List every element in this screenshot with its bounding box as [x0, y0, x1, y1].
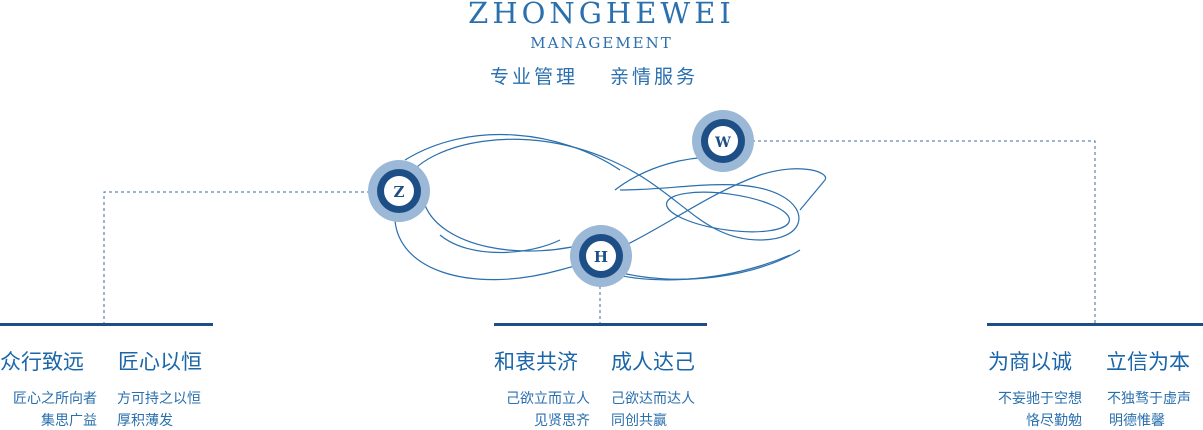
node-h-label: H — [594, 248, 608, 266]
col1-left-line1: 匠心之所向者 — [13, 391, 97, 407]
node-h: H — [570, 225, 632, 287]
col2-title-left: 和衷共济 — [494, 350, 578, 374]
node-w: W — [692, 110, 754, 172]
col1-right-line1: 方可持之以恒 — [117, 391, 201, 407]
col2-left-line1: 己欲立而立人 — [506, 391, 590, 407]
brand-name: ZHONGHEWEI — [468, 0, 735, 30]
col3-left-line2: 恪尽勤勉 — [1026, 413, 1082, 429]
col2-right-line2: 同创共赢 — [611, 413, 667, 429]
col2-title-right: 成人达己 — [611, 350, 695, 374]
col1-title-left: 众行致远 — [0, 350, 84, 374]
bar-middle — [494, 323, 707, 326]
col3-right-line2: 明德惟馨 — [1109, 413, 1165, 429]
node-w-label: W — [714, 135, 731, 151]
slogan-left: 专业管理 — [490, 66, 579, 88]
node-z-label: Z — [394, 183, 405, 201]
col3-right-line1: 不独骛于虚声 — [1107, 391, 1191, 407]
col1-title-right: 匠心以恒 — [118, 350, 202, 374]
node-z: Z — [368, 160, 430, 222]
col1-left-line2: 集思广益 — [41, 413, 97, 429]
col3-title-left: 为商以诚 — [988, 350, 1072, 374]
col2-left-line2: 见贤思齐 — [534, 413, 590, 429]
slogan-right: 亲情服务 — [610, 66, 699, 88]
col1-right-line2: 厚积薄发 — [117, 413, 173, 429]
col3-title-right: 立信为本 — [1106, 350, 1190, 374]
brand-subtitle: MANAGEMENT — [530, 34, 673, 52]
bar-left — [0, 323, 213, 326]
bar-right — [987, 323, 1203, 326]
col2-right-line1: 己欲达而达人 — [611, 391, 695, 407]
col3-left-line1: 不妄驰于空想 — [998, 391, 1082, 407]
